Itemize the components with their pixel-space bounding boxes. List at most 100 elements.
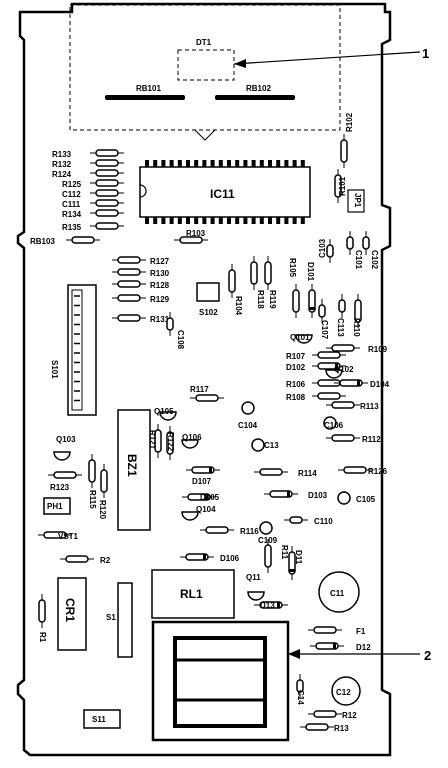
q104-label: Q104 bbox=[196, 505, 216, 514]
r102-label: R102 bbox=[345, 112, 354, 132]
f1-label: F1 bbox=[356, 627, 366, 636]
component-c101: C101 bbox=[346, 231, 363, 270]
r13-label: R13 bbox=[334, 724, 349, 733]
component-r113: R113 bbox=[326, 401, 379, 411]
component-c102: C102 bbox=[362, 231, 379, 270]
component-r101: R101 bbox=[334, 169, 347, 203]
c108-label: C108 bbox=[176, 330, 185, 350]
component-r128: R128 bbox=[112, 280, 170, 290]
d12-label: D12 bbox=[356, 643, 371, 652]
r130-label: R130 bbox=[150, 269, 170, 278]
cr1-body bbox=[57, 577, 87, 651]
r128-label: R128 bbox=[150, 281, 170, 290]
vst1-label: VST1 bbox=[58, 532, 79, 541]
r127-label: R127 bbox=[150, 257, 170, 266]
transformer-outer bbox=[151, 620, 290, 742]
component-r103: R103 bbox=[174, 229, 208, 244]
c12-label: C12 bbox=[336, 688, 351, 697]
r103-label: R103 bbox=[186, 229, 206, 238]
component-c113: C113 bbox=[336, 294, 346, 337]
component-r108: R108 bbox=[286, 392, 346, 402]
r117-label: R117 bbox=[190, 385, 209, 394]
r120-label: R120 bbox=[98, 500, 107, 520]
component-r13: R13 bbox=[300, 723, 349, 733]
component-r114: R114 bbox=[254, 468, 317, 478]
s102-body bbox=[196, 282, 220, 302]
rb103-label: RB103 bbox=[30, 237, 55, 246]
component-r118: R118 bbox=[250, 256, 265, 309]
c11-label: C11 bbox=[330, 589, 345, 598]
component-c14: C14 bbox=[296, 674, 305, 705]
r110-label: R110 bbox=[352, 318, 361, 337]
q105-label: Q105 bbox=[154, 407, 174, 416]
s101-body bbox=[67, 284, 97, 416]
component-d11: D11 bbox=[288, 546, 303, 580]
r104-label: R104 bbox=[234, 296, 243, 316]
s11-body bbox=[83, 709, 121, 729]
r121-label: R121 bbox=[148, 430, 157, 450]
rl1-label: RL1 bbox=[180, 587, 203, 601]
d103-label: D103 bbox=[308, 491, 328, 500]
component-r104: R104 bbox=[228, 264, 243, 316]
r131-label: R131 bbox=[150, 315, 170, 324]
dt1-outline bbox=[177, 49, 235, 81]
component-r107: R107 bbox=[286, 351, 346, 361]
r109-label: R109 bbox=[368, 345, 388, 354]
c106-label: C106 bbox=[324, 421, 344, 430]
component-d102: D102 bbox=[286, 362, 346, 372]
component-d104: D104 bbox=[334, 379, 390, 389]
r122-label: R122 bbox=[166, 432, 175, 452]
r112-label: R112 bbox=[362, 435, 381, 444]
component-c111: C111 bbox=[62, 199, 124, 209]
jp1-body bbox=[347, 189, 365, 213]
component-q103: Q103 bbox=[53, 435, 76, 461]
component-r132: R132 bbox=[52, 159, 124, 169]
component-r129: R129 bbox=[112, 294, 170, 304]
c111-label: C111 bbox=[62, 200, 81, 209]
ic11-label: IC11 bbox=[210, 187, 235, 201]
component-r121: R121 bbox=[148, 424, 162, 458]
bz1-label: BZ1 bbox=[125, 454, 139, 477]
transformer-inner bbox=[173, 636, 267, 728]
r134-label: R134 bbox=[62, 210, 82, 219]
d104-label: D104 bbox=[370, 380, 390, 389]
d102-label: D102 bbox=[286, 363, 306, 372]
component-r2: R2 bbox=[60, 555, 111, 565]
component-q102: Q102 bbox=[325, 365, 354, 379]
d11-label: D11 bbox=[294, 550, 303, 565]
r107-label: R107 bbox=[286, 352, 306, 361]
component-q105: Q105 bbox=[154, 407, 177, 421]
rl1-body bbox=[151, 569, 235, 619]
r135-label: R135 bbox=[62, 223, 82, 232]
callout-1: 1 bbox=[422, 46, 429, 61]
r115-label: R115 bbox=[88, 490, 97, 509]
r132-label: R132 bbox=[52, 160, 72, 169]
component-c105: C105 bbox=[337, 491, 376, 505]
bz1-body bbox=[117, 409, 151, 531]
component-r115: R115 bbox=[88, 454, 97, 509]
r12-label: R12 bbox=[342, 711, 357, 720]
r129-label: R129 bbox=[150, 295, 170, 304]
component-q101: Q101 bbox=[290, 333, 313, 344]
r108-label: R108 bbox=[286, 393, 306, 402]
component-c13: C13 bbox=[251, 438, 279, 452]
r124-label: R124 bbox=[52, 170, 72, 179]
dt1-label: DT1 bbox=[196, 38, 212, 47]
component-d13: D13 bbox=[254, 601, 288, 610]
component-c103: C103 bbox=[318, 238, 334, 263]
ph1-body bbox=[43, 497, 71, 515]
component-d12: D12 bbox=[310, 642, 371, 652]
r1-label: R1 bbox=[38, 632, 47, 643]
r133-label: R133 bbox=[52, 150, 72, 159]
component-r117: R117 bbox=[190, 385, 224, 402]
component-d105: D105 bbox=[182, 493, 220, 502]
component-r106: R106 bbox=[286, 379, 346, 389]
component-r123: R123 bbox=[48, 471, 82, 492]
component-r131: R131 bbox=[112, 314, 170, 324]
component-c104: C104 bbox=[238, 401, 258, 430]
r116-label: R116 bbox=[240, 527, 259, 536]
component-r135: R135 bbox=[62, 222, 124, 232]
component-c110: C110 bbox=[284, 516, 333, 526]
s1-label: S1 bbox=[106, 613, 116, 622]
